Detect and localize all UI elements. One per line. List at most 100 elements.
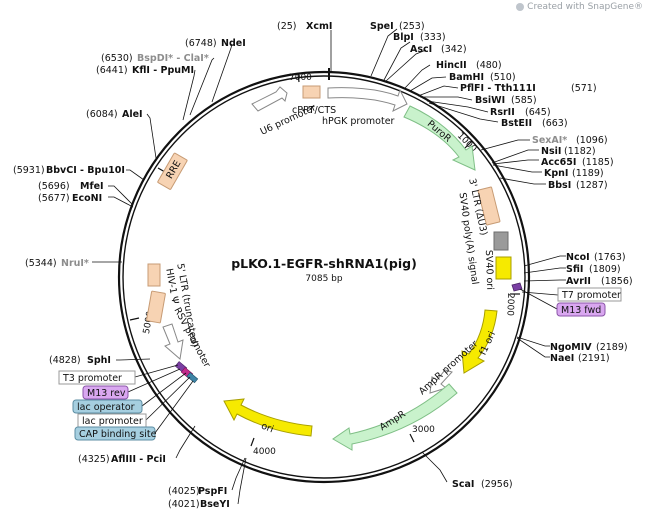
- feature-cap-marker[interactable]: [186, 372, 199, 384]
- label-ori: ori: [259, 421, 275, 436]
- leader-m13-fwd: [519, 288, 558, 310]
- site-label-sexai[interactable]: SexAI*: [532, 135, 567, 146]
- leader-cap: [154, 380, 194, 434]
- box-m13-fwd-label: M13 fwd: [561, 305, 601, 316]
- site-label-avrii[interactable]: AvrII: [566, 276, 591, 287]
- site-pos-sphi: (4828): [49, 355, 81, 366]
- box-t7-promoter[interactable]: [557, 287, 622, 302]
- leader-alei: [146, 113, 157, 159]
- feature-hiv1-psi[interactable]: [147, 263, 161, 287]
- leader-t7: [521, 291, 559, 296]
- feature-f1-ori[interactable]: [461, 309, 498, 374]
- box-lac-operator[interactable]: [72, 399, 143, 414]
- feature-hpgk-promoter[interactable]: [327, 87, 408, 112]
- site-label-alei[interactable]: AleI: [122, 109, 143, 120]
- box-lac-operator-label: lac operator: [77, 402, 135, 413]
- feature-rre[interactable]: [157, 152, 188, 190]
- site-label-nrui[interactable]: NruI*: [61, 258, 89, 269]
- site-label-pspfi[interactable]: PspFI: [198, 486, 227, 497]
- site-label-nsii[interactable]: NsiI: [541, 146, 561, 157]
- site-pos-bsteii: (663): [542, 118, 568, 129]
- site-label-sfii[interactable]: SfiI: [566, 264, 583, 275]
- site-label-bseyi[interactable]: BseYI: [200, 499, 230, 510]
- site-pos-bamhi: (510): [490, 72, 516, 83]
- box-t3-promoter-label: T3 promoter: [62, 373, 122, 384]
- feature-sv40-polya[interactable]: [493, 231, 509, 251]
- site-pos-blpi: (333): [420, 32, 446, 43]
- site-label-econi[interactable]: EcoNI: [72, 193, 102, 204]
- feature-rsv-promoter[interactable]: [162, 323, 184, 360]
- label-hpgk-promoter: hPGK promoter: [322, 116, 395, 127]
- box-m13-rev-label: M13 rev: [87, 388, 126, 399]
- site-label-hincii[interactable]: HincII: [436, 60, 467, 71]
- site-pos-kfli: (6441): [96, 65, 128, 76]
- leader-bseyi: [237, 457, 247, 505]
- site-pos-xcmi: (25): [277, 21, 297, 32]
- leader-sphi: [116, 358, 151, 361]
- site-label-naei[interactable]: NaeI: [550, 353, 574, 364]
- feature-u6-promoter[interactable]: [251, 86, 288, 112]
- feature-ori[interactable]: [223, 398, 313, 437]
- feature-3ltr[interactable]: [477, 186, 501, 226]
- site-label-ndei[interactable]: NdeI: [221, 38, 246, 49]
- leader-sexai: [480, 139, 530, 151]
- site-label-blpi[interactable]: BlpI: [393, 32, 414, 43]
- site-label-acc65i[interactable]: Acc65I: [541, 157, 576, 168]
- site-label-asci[interactable]: AscI: [410, 44, 432, 55]
- site-pos-bbsi: (1287): [576, 180, 608, 191]
- site-label-sphi[interactable]: SphI: [87, 355, 111, 366]
- site-label-bbvci[interactable]: BbvCI - Bpu10I: [46, 165, 125, 176]
- leader-nsii: [491, 149, 539, 164]
- feature-puror[interactable]: [403, 105, 476, 171]
- box-t7-promoter-label: T7 promoter: [561, 290, 621, 301]
- plasmid-name: pLKO.1-EGFR-shRNA1(pig): [231, 256, 417, 271]
- box-m13-rev[interactable]: [82, 385, 129, 400]
- site-pos-pspfi: (4025): [168, 486, 200, 497]
- tick-label-2000: 2000: [504, 293, 515, 317]
- feature-ampr-promoter[interactable]: [429, 369, 453, 394]
- site-label-ngomiv[interactable]: NgoMIV: [550, 342, 592, 353]
- label-puror: PuroR: [425, 118, 454, 144]
- site-label-kpni[interactable]: KpnI: [544, 168, 568, 179]
- leader-afliii: [175, 425, 196, 459]
- leader-pspfi: [231, 457, 246, 491]
- site-label-xcmi[interactable]: XcmI: [306, 21, 332, 32]
- site-label-bsiwi[interactable]: BsiWI: [475, 95, 505, 106]
- site-label-scai[interactable]: ScaI: [452, 479, 474, 490]
- leader-bspdi: [189, 57, 215, 116]
- site-label-afliii[interactable]: AflIII - PciI: [111, 454, 166, 465]
- site-pos-econi: (5677): [38, 193, 70, 204]
- leader-bbsi: [499, 177, 546, 185]
- site-label-bspdi[interactable]: BspDI* - ClaI*: [137, 53, 209, 64]
- leader-ngomiv: [516, 336, 550, 347]
- snapgene-logo-icon: [516, 3, 525, 11]
- feature-sv40-ori[interactable]: [495, 256, 512, 280]
- backbone-inner: [122, 75, 526, 479]
- feature-t7-marker[interactable]: [511, 282, 523, 292]
- site-label-spei[interactable]: SpeI: [370, 21, 394, 32]
- site-label-ncoi[interactable]: NcoI: [566, 252, 590, 263]
- site-label-bbsi[interactable]: BbsI: [548, 180, 571, 191]
- site-label-bsteii[interactable]: BstEII: [501, 118, 532, 129]
- feature-cppt-cts[interactable]: [302, 85, 321, 99]
- site-pos-asci: (342): [441, 44, 467, 55]
- box-t3-promoter[interactable]: [58, 370, 136, 385]
- site-label-kfli[interactable]: KflI - PpuMI: [132, 65, 194, 76]
- feature-5ltr[interactable]: [146, 290, 166, 324]
- leader-m13-rev: [127, 368, 181, 393]
- leader-naei: [516, 337, 550, 358]
- tick-1000: [464, 140, 473, 149]
- site-pos-rsrii: (645): [525, 107, 551, 118]
- feature-ampr[interactable]: [332, 383, 458, 451]
- site-label-rsrii[interactable]: RsrII: [490, 107, 515, 118]
- snapgene-watermark: Created with SnapGene®: [516, 2, 643, 12]
- label-cppt-cts: cPPT/CTS: [292, 105, 336, 116]
- box-m13-fwd[interactable]: [556, 302, 606, 317]
- box-cap-binding-site[interactable]: [74, 426, 156, 441]
- site-label-pflfi[interactable]: PflFI - Tth111I: [460, 83, 536, 94]
- site-label-bamhi[interactable]: BamHI: [449, 72, 484, 83]
- site-pos-acc65i: (1185): [582, 157, 614, 168]
- leader-kpni: [492, 164, 542, 173]
- site-label-mfei[interactable]: MfeI: [80, 181, 104, 192]
- leader-kfli: [182, 69, 196, 121]
